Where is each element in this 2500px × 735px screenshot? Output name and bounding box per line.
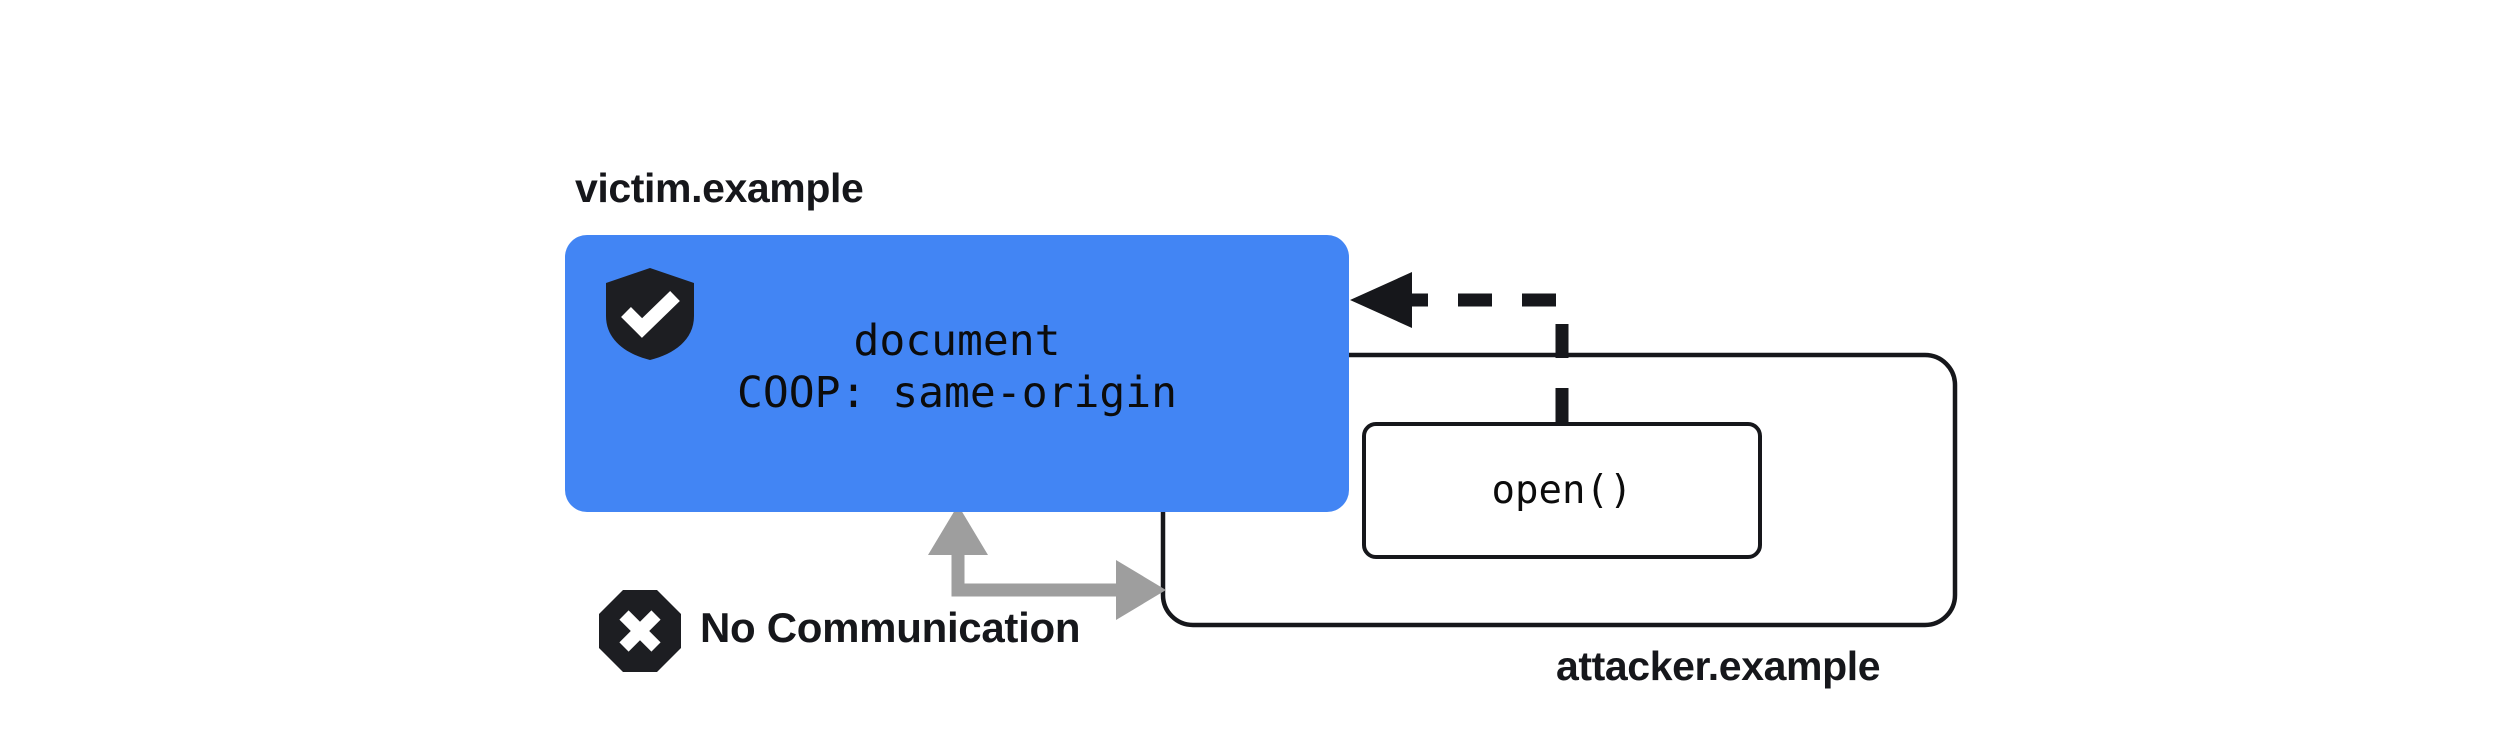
no-communication-label: No Communication bbox=[700, 604, 1081, 651]
victim-origin-label: victim.example bbox=[575, 165, 864, 211]
open-call-arrow bbox=[1350, 272, 1569, 422]
octagon-x-icon bbox=[599, 590, 681, 672]
attacker-origin-label: attacker.example bbox=[1556, 643, 1881, 689]
victim-document-box bbox=[565, 235, 1349, 512]
open-call-label: open() bbox=[1491, 468, 1633, 513]
victim-doc-line-2: COOP: same-origin bbox=[736, 368, 1178, 419]
open-call-box bbox=[1362, 422, 1762, 559]
no-communication-arrow bbox=[928, 505, 1166, 620]
attacker-context-outline bbox=[1160, 352, 1958, 628]
victim-doc-line-1: document bbox=[853, 316, 1061, 366]
shield-check-icon bbox=[606, 268, 694, 360]
